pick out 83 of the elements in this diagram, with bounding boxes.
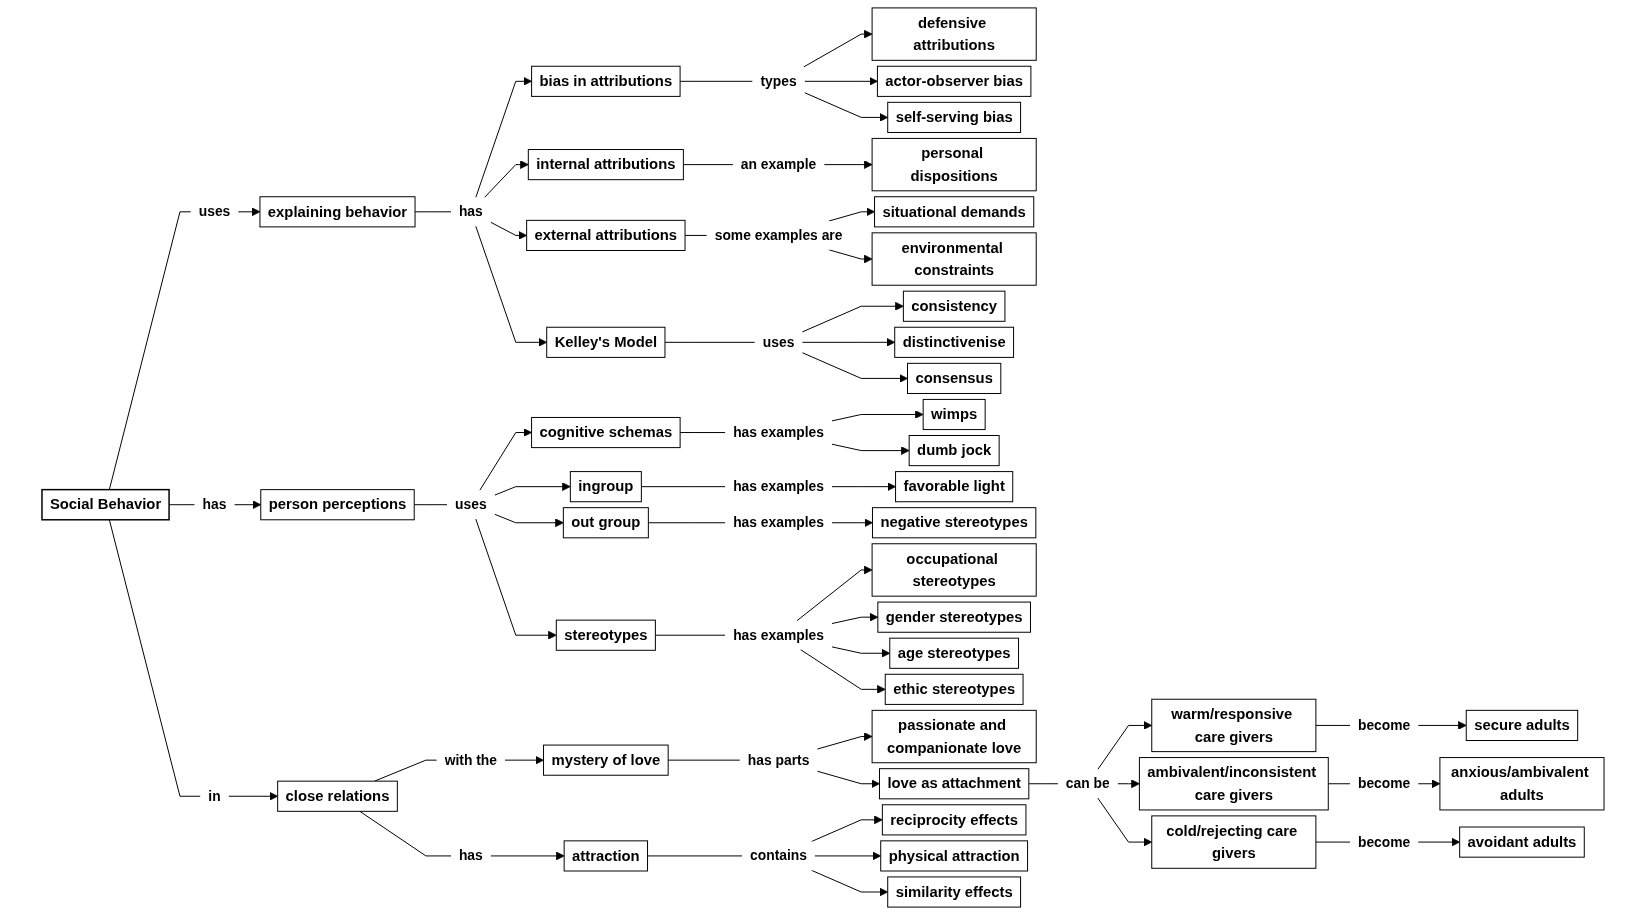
node-box: explaining behavior (259, 196, 416, 228)
node-box: actor-observer bias (876, 65, 1032, 97)
node-text: uses (455, 496, 487, 513)
connector (1315, 724, 1351, 726)
node-box: Kelley's Model (546, 326, 666, 358)
connector (667, 759, 741, 761)
node-text: has (202, 496, 227, 513)
node-text: an example (740, 156, 817, 173)
node-box: bias in attributions (531, 65, 681, 97)
node-text: has examples (733, 424, 824, 440)
node-box: environmental constraints (871, 232, 1037, 286)
node-text: has parts (747, 751, 810, 768)
node-text: become (1357, 717, 1411, 733)
node-box: Social Behavior (41, 488, 170, 521)
node-box: situational demands (874, 196, 1035, 228)
connector (654, 634, 726, 636)
connector (647, 522, 726, 524)
node-box: warm/responsive care givers (1151, 698, 1317, 753)
node-box: self-serving bias (887, 101, 1022, 133)
connector (1315, 841, 1351, 843)
node-box: negative stereotypes (871, 507, 1037, 539)
node-box: physical attraction (880, 840, 1029, 872)
node-text: has (458, 847, 483, 864)
node-box: stereotypes (555, 619, 656, 651)
node-box: close relations (277, 780, 398, 812)
node-box: mystery of love (543, 744, 669, 776)
node-text: with the (444, 751, 497, 768)
node-box: distinctivenise (894, 326, 1015, 358)
node-box: reciprocity effects (881, 804, 1027, 836)
node-box: favorable light (895, 471, 1014, 503)
node-text: can be (1065, 775, 1110, 792)
node-text: become (1357, 775, 1411, 792)
node-text: in (208, 787, 221, 804)
connector (359, 810, 452, 857)
connector (413, 504, 448, 506)
node-box: consensus (907, 362, 1002, 394)
node-box: attraction (563, 840, 649, 872)
node-box: person perceptions (260, 489, 415, 521)
node-box: age stereotypes (889, 637, 1020, 669)
node-box: similarity effects (887, 876, 1022, 908)
node-box: love as attachment (879, 768, 1030, 800)
connector (647, 855, 743, 857)
node-text: uses (762, 333, 795, 350)
node-box: avoidant adults (1459, 826, 1585, 858)
connector (679, 80, 754, 82)
connector (1327, 783, 1351, 785)
node-box: ingroup (569, 471, 642, 503)
node-box: out group (562, 507, 649, 539)
node-box: gender stereotypes (877, 601, 1031, 633)
node-text: has examples (733, 514, 824, 531)
node-text: uses (198, 203, 231, 220)
node-text: has (458, 203, 483, 220)
connector (640, 486, 726, 488)
node-box: cognitive schemas (531, 416, 681, 449)
node-text: become (1357, 833, 1411, 850)
node-text: has examples (733, 478, 824, 495)
node-box: external attributions (526, 219, 686, 251)
node-box: secure adults (1465, 709, 1579, 741)
node-box: cold/rejecting care givers (1151, 815, 1317, 869)
node-box: consistency (902, 290, 1006, 322)
connector (679, 432, 726, 434)
connector (684, 234, 708, 236)
node-box: personal dispositions (871, 137, 1037, 192)
node-box: defensive attributions (871, 7, 1037, 61)
node-box: internal attributions (527, 149, 684, 181)
node-text: types (760, 72, 797, 89)
connector (108, 519, 201, 797)
node-text: has examples (733, 626, 824, 643)
connector (664, 341, 756, 343)
node-box: occupational stereotypes (871, 543, 1037, 597)
connector (1028, 783, 1059, 785)
node-box: wimps (922, 398, 986, 431)
node-box: dumb jock (908, 435, 1000, 467)
connector (682, 164, 734, 166)
connector (108, 211, 192, 491)
node-text: contains (750, 847, 808, 864)
node-box: ambivalent/inconsistent care givers (1138, 757, 1329, 811)
connector (414, 211, 452, 213)
connector (373, 759, 438, 782)
node-text: some examples are (714, 227, 843, 243)
node-box: ethic stereotypes (884, 673, 1024, 705)
node-box: passionate and companionate love (871, 709, 1037, 764)
node-box: anxious/ambivalent adults (1439, 757, 1605, 811)
